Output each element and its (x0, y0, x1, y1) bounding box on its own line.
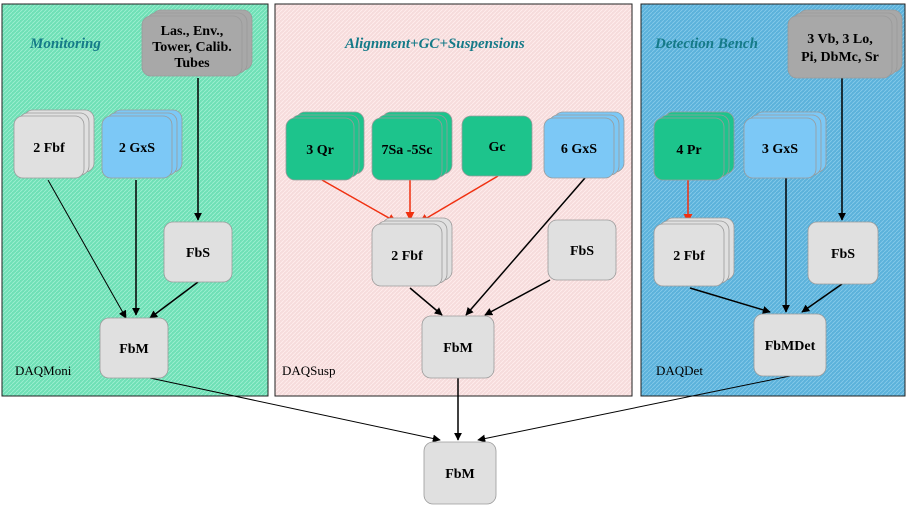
box-det-pr-label: 4 Pr (676, 143, 701, 158)
arrow-al-gxs-to-fbm (465, 177, 586, 316)
panel-detection-label: DAQDet (656, 363, 703, 378)
arrow-al-fbf-to-fbm (409, 287, 443, 316)
arrow-mon-fbm-to-main (149, 377, 441, 443)
box-al-sa: 7Sa -5Sc (371, 111, 453, 181)
box-al-gxs-label: 6 GxS (561, 142, 597, 157)
arrows (47, 78, 846, 443)
panel-alignment-label: DAQSusp (282, 363, 335, 378)
boxes: Las., Env.,Tower, Calib.Tubes 2 Fbf 2 GxS F… (13, 9, 903, 505)
box-al-fbs: FbS (547, 219, 617, 281)
box-mon-fbf: 2 Fbf (13, 109, 95, 179)
arrow-det-fbs-to-fbm (801, 283, 843, 313)
panel-monitoring-title: Monitoring (29, 36, 101, 52)
arrow-al-qr-to-fbf (321, 179, 397, 223)
box-al-fbf: 2 Fbf (371, 217, 453, 287)
box-mon-sources: Las., Env.,Tower, Calib.Tubes (141, 9, 253, 77)
box-mon-fbs: FbS (163, 221, 233, 283)
box-al-fbf-label: 2 Fbf (391, 249, 423, 264)
arrow-al-fbs-to-fbm (484, 279, 551, 316)
box-det-sources: 3 Vb, 3 Lo, Pi, DbMc, Sr (787, 9, 903, 79)
box-al-fbs-label: FbS (570, 244, 594, 259)
panel-alignment-title: Alignment+GC+Suspensions (344, 36, 525, 52)
box-det-fbs: FbS (807, 221, 879, 285)
box-al-fbm: FbM (421, 315, 495, 379)
box-main-fbm-label: FbM (445, 467, 475, 482)
box-mon-fbs-label: FbS (186, 246, 210, 261)
box-mon-fbm: FbM (99, 317, 169, 379)
box-det-fbf-label: 2 Fbf (673, 249, 705, 264)
box-det-fbm-label: FbMDet (765, 339, 816, 354)
box-det-gxs-label: 3 GxS (762, 142, 798, 157)
box-det-gxs: 3 GxS (743, 111, 827, 179)
box-mon-sources-label: Las., Env., (161, 24, 224, 39)
arrow-det-fbm-to-main (477, 375, 791, 443)
box-det-sources-label: Pi, DbMc, Sr (801, 50, 879, 65)
box-al-qr: 3 Qr (285, 111, 365, 181)
box-al-gc: Gc (461, 115, 533, 177)
box-al-qr-label: 3 Qr (306, 143, 334, 158)
box-det-pr: 4 Pr (653, 111, 735, 181)
panel-monitoring-label: DAQMoni (15, 363, 72, 378)
box-al-sa-label: 7Sa -5Sc (382, 143, 433, 158)
box-al-gc-label: Gc (488, 140, 505, 155)
arrow-mon-fbs-to-fbm (149, 281, 199, 319)
box-det-fbf: 2 Fbf (653, 217, 735, 287)
box-al-fbm-label: FbM (443, 341, 473, 356)
box-det-sources-label: 3 Vb, 3 Lo, (807, 32, 872, 47)
box-det-fbs-label: FbS (831, 247, 855, 262)
box-mon-fbm-label: FbM (119, 342, 149, 357)
box-al-gxs: 6 GxS (543, 111, 625, 179)
box-mon-sources-label: Tower, Calib. (152, 40, 231, 55)
box-mon-sources-label: Tubes (174, 56, 210, 71)
box-main-fbm: FbM (423, 441, 497, 505)
arrow-det-fbf-to-fbm (689, 287, 771, 314)
panel-detection-title: Detection Bench (654, 36, 758, 52)
box-mon-fbf-label: 2 Fbf (33, 141, 65, 156)
box-mon-gxs: 2 GxS (101, 109, 183, 179)
arrow-mon-fbf-to-fbm (47, 179, 127, 319)
box-det-fbm: FbMDet (753, 313, 827, 377)
arrow-al-gc-to-fbf (419, 175, 499, 223)
box-mon-gxs-label: 2 GxS (119, 141, 155, 156)
